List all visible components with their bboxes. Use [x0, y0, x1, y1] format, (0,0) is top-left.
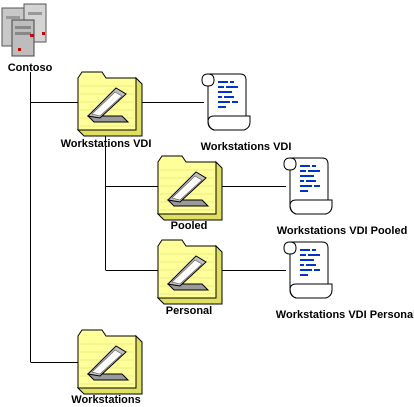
gpo-scroll-icon[interactable]	[283, 157, 333, 215]
ou-label-workstations: Workstations	[71, 394, 141, 406]
gpo-label-personal: Workstations VDI Personal	[275, 309, 414, 321]
ou-folder-icon[interactable]	[77, 329, 143, 395]
ou-folder-icon[interactable]	[77, 71, 143, 137]
connector-lines	[30, 72, 286, 363]
ou-label-personal: Personal	[165, 305, 213, 317]
gpo-scroll-icon[interactable]	[283, 241, 333, 299]
server-icon	[1, 3, 47, 57]
ou-label-workstations-vdi: Workstations VDI	[60, 138, 152, 150]
ou-folder-icon[interactable]	[157, 155, 223, 221]
gpo-label-pooled: Workstations VDI Pooled	[276, 225, 408, 237]
gpo-label-workstations-vdi: Workstations VDI	[200, 141, 292, 153]
root-label: Contoso	[7, 62, 53, 74]
gpo-scroll-icon[interactable]	[201, 73, 251, 131]
ou-label-pooled: Pooled	[170, 220, 208, 232]
ou-folder-icon[interactable]	[157, 239, 223, 305]
